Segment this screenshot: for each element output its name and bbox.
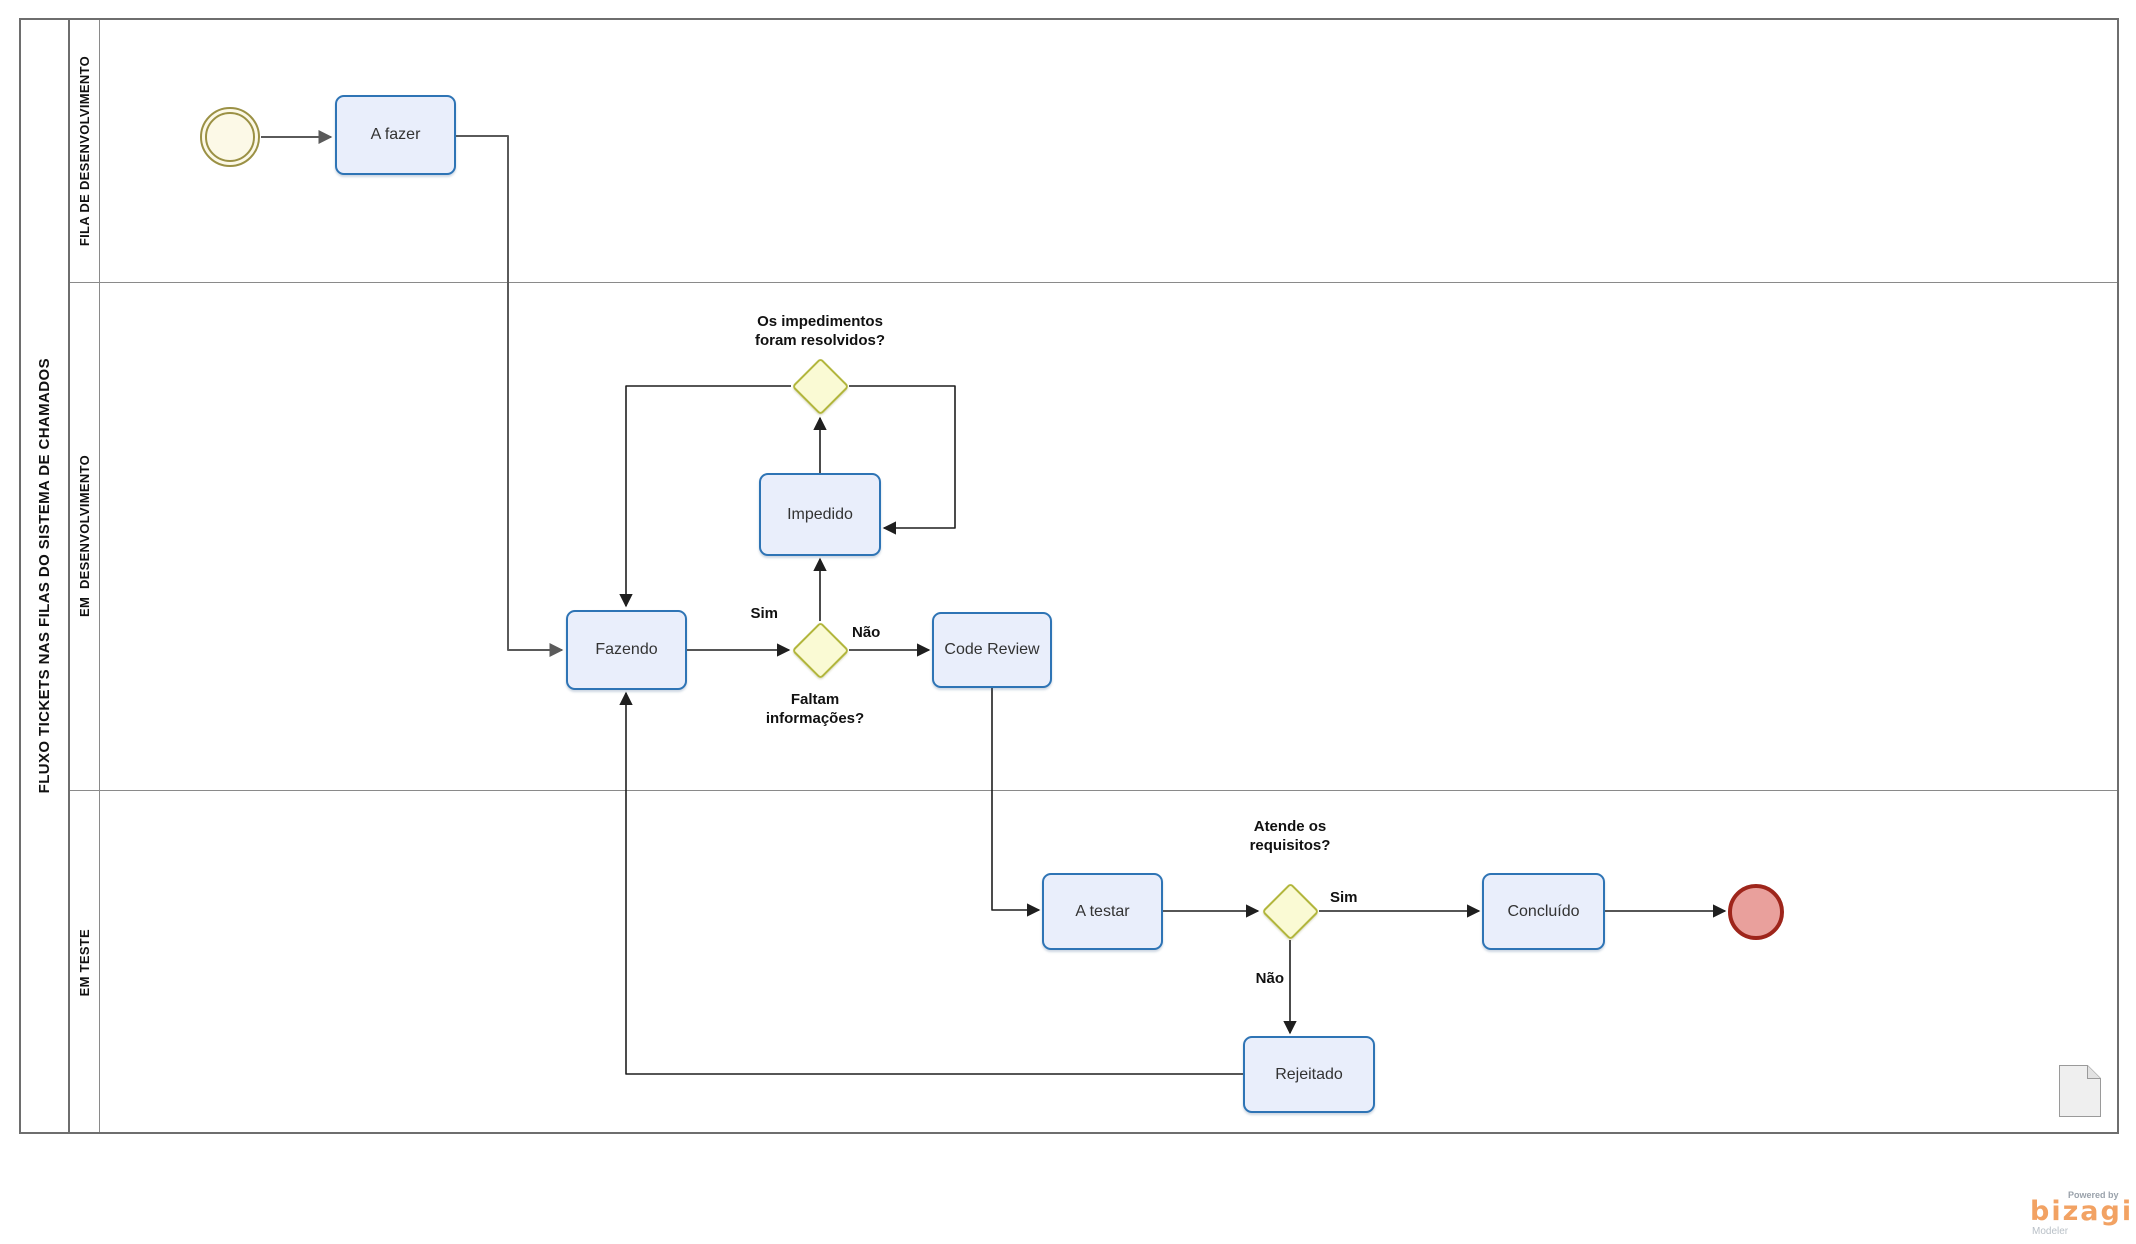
lane-label: FILA DE DESENVOLVIMENTO	[77, 55, 92, 247]
task-impedido: Impedido	[759, 473, 881, 556]
label-atende-nao: Não	[1255, 970, 1284, 987]
label-impedimentos-question: Os impedimentos foram resolvidos?	[710, 312, 930, 350]
start-event-inner-ring	[205, 112, 255, 162]
task-fazendo: Fazendo	[566, 610, 687, 690]
start-event	[200, 107, 260, 167]
label-line: Faltam	[790, 691, 840, 708]
task-label: Concluído	[1507, 902, 1580, 920]
label-line: foram resolvidos?	[754, 332, 886, 349]
pool-title-column: FLUXO TICKETS NAS FILAS DO SISTEMA DE CH…	[21, 20, 70, 1132]
task-a-testar: A testar	[1042, 873, 1163, 950]
lane-em-desenvolvimento: EM DESENVOLVIMENTO	[70, 282, 99, 790]
task-label: Impedido	[787, 505, 853, 523]
task-label: A fazer	[370, 126, 421, 143]
task-label: Rejeitado	[1275, 1065, 1343, 1083]
label-atende-question: Atende os requisitos?	[1180, 817, 1400, 855]
document-icon	[2059, 1065, 2101, 1117]
bpmn-pool: FLUXO TICKETS NAS FILAS DO SISTEMA DE CH…	[19, 18, 2119, 1134]
label-line: informações?	[765, 710, 865, 727]
label-line: requisitos?	[1249, 837, 1331, 854]
label-faltam-sim: Sim	[750, 605, 778, 622]
lane-divider-1	[70, 282, 2117, 283]
lane-em-teste: EM TESTE	[70, 790, 99, 1136]
label-line: Os impedimentos	[757, 313, 883, 330]
task-label: Code Review	[944, 641, 1040, 658]
label-faltam-nao: Não	[852, 624, 881, 641]
label-atende-sim: Sim	[1330, 889, 1358, 906]
task-label: Fazendo	[595, 641, 658, 658]
lane-label: EM TESTE	[77, 929, 92, 997]
task-a-fazer: A fazer	[335, 95, 456, 175]
lane-label: EM DESENVOLVIMENTO	[77, 455, 92, 617]
task-code-review: Code Review	[932, 612, 1052, 688]
modeler-text: Modeler	[2032, 1226, 2069, 1237]
lane-fila-de-desenvolvimento: FILA DE DESENVOLVIMENTO	[70, 20, 99, 282]
powered-by-text: Powered by	[2068, 1190, 2119, 1200]
label-faltam-question: Faltam informações?	[709, 690, 921, 728]
label-line: Atende os	[1253, 818, 1327, 835]
lane-divider-2	[70, 790, 2117, 791]
task-label: A testar	[1075, 902, 1130, 920]
task-rejeitado: Rejeitado	[1243, 1036, 1375, 1113]
bizagi-logo: bizagi	[2030, 1196, 2134, 1227]
task-concluido: Concluído	[1482, 873, 1605, 950]
end-event	[1728, 884, 1784, 940]
lane-label-divider	[99, 20, 100, 1132]
pool-title: FLUXO TICKETS NAS FILAS DO SISTEMA DE CH…	[36, 358, 53, 794]
